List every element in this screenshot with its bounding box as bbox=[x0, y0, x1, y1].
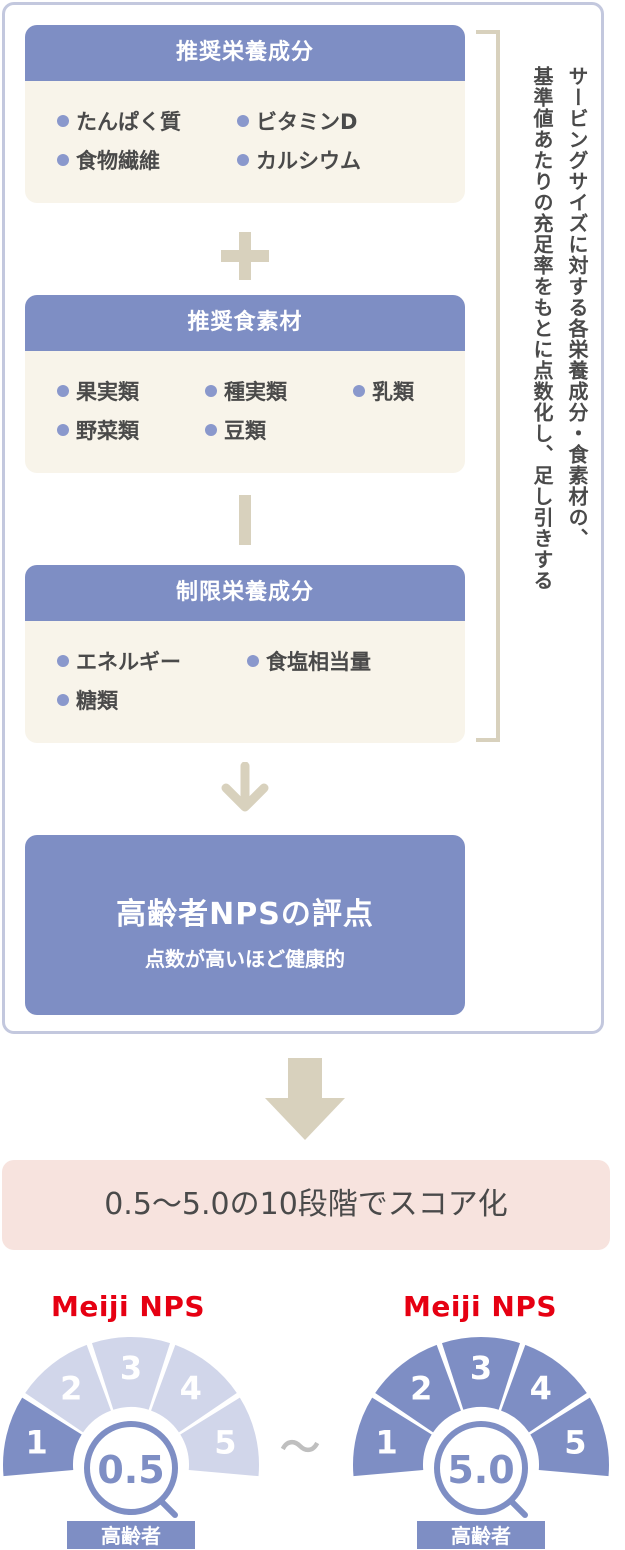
gauge-segment bbox=[375, 1344, 461, 1433]
result-subtitle: 点数が高いほど健康的 bbox=[145, 947, 345, 971]
recommended-ingredients-card: 推奨食素材 果実類 種実類 乳類 野菜類 豆類 bbox=[25, 295, 465, 473]
elderly-nps-result: 高齢者NPSの評点 点数が高いほど健康的 bbox=[25, 835, 465, 1015]
gauge-label-box bbox=[417, 1521, 545, 1549]
gauge-value: 5.0 bbox=[447, 1448, 514, 1492]
minus-connector bbox=[239, 495, 251, 545]
gauge-segment bbox=[3, 1397, 82, 1477]
gauge-segment-label: 1 bbox=[375, 1424, 397, 1462]
gauge-pointer bbox=[158, 1498, 178, 1518]
card-title: 推奨栄養成分 bbox=[25, 25, 465, 81]
gauge-segment bbox=[151, 1344, 237, 1433]
bullet-icon bbox=[237, 154, 249, 166]
result-title: 高齢者NPSの評点 bbox=[116, 897, 374, 932]
bullet-icon bbox=[57, 655, 69, 667]
side-note-line-2: 基準値あたりの充足率をもとに点数化し、足し引きする bbox=[530, 66, 554, 591]
gauge-segment-label: 4 bbox=[530, 1370, 552, 1408]
list-item: たんぱく質 bbox=[57, 109, 181, 135]
big-arrow-down-icon bbox=[265, 1058, 345, 1140]
brand-logo-right: Meiji NPS bbox=[402, 1290, 557, 1323]
list-item: 種実類 bbox=[205, 379, 287, 405]
gauge-segment-label: 3 bbox=[470, 1349, 492, 1387]
list-item: 食物繊維 bbox=[57, 148, 160, 174]
gauge-segment bbox=[441, 1337, 521, 1410]
bullet-icon bbox=[57, 115, 69, 127]
brand-logo-left: Meiji NPS bbox=[50, 1290, 205, 1323]
gauge-segment-label: 2 bbox=[60, 1370, 82, 1408]
side-note-line-1: サービングサイズに対する各栄養成分・食素材の、 bbox=[565, 66, 589, 549]
score-range-text: 0.5〜5.0の10段階でスコア化 bbox=[104, 1187, 508, 1222]
gauge-segment bbox=[501, 1344, 587, 1433]
bullet-icon bbox=[353, 385, 365, 397]
bullet-icon bbox=[57, 424, 69, 436]
list-item: エネルギー bbox=[57, 649, 181, 675]
gauge-segment bbox=[91, 1337, 171, 1410]
bullet-icon bbox=[57, 385, 69, 397]
range-separator: 〜 bbox=[280, 1425, 320, 1471]
gauge-segment-label: 2 bbox=[410, 1370, 432, 1408]
list-item: 豆類 bbox=[205, 418, 266, 444]
bullet-icon bbox=[57, 694, 69, 706]
gauge-segment-label: 5 bbox=[214, 1424, 236, 1462]
gauge-label-box bbox=[67, 1521, 195, 1549]
gauge-segment-label: 3 bbox=[120, 1349, 142, 1387]
bullet-icon bbox=[205, 385, 217, 397]
gauge-dial bbox=[84, 1421, 178, 1515]
gauge-segment bbox=[25, 1344, 111, 1433]
gauge-segment-label: 4 bbox=[180, 1370, 202, 1408]
plus-connector-vertical bbox=[239, 232, 251, 280]
gauge-segment bbox=[353, 1397, 432, 1477]
list-item: 食塩相当量 bbox=[247, 649, 371, 675]
restricted-nutrients-card: 制限栄養成分 エネルギー 食塩相当量 糖類 bbox=[25, 565, 465, 743]
bullet-icon bbox=[205, 424, 217, 436]
gauge-segment bbox=[530, 1397, 609, 1477]
gauge-segment-label: 1 bbox=[25, 1424, 47, 1462]
list-item: 果実類 bbox=[57, 379, 139, 405]
list-item: 乳類 bbox=[353, 379, 414, 405]
score-range-box: 0.5〜5.0の10段階でスコア化 bbox=[2, 1160, 610, 1250]
list-item: 野菜類 bbox=[57, 418, 139, 444]
bracket bbox=[476, 30, 500, 742]
bullet-icon bbox=[237, 115, 249, 127]
arrow-down-icon bbox=[221, 762, 269, 812]
gauge-pointer bbox=[508, 1498, 528, 1518]
card-title: 制限栄養成分 bbox=[25, 565, 465, 621]
gauge-label: 高齢者 bbox=[451, 1524, 511, 1548]
list-item: 糖類 bbox=[57, 688, 118, 714]
list-item: カルシウム bbox=[237, 148, 361, 174]
list-item: ビタミンD bbox=[237, 109, 357, 135]
bullet-icon bbox=[247, 655, 259, 667]
gauge-segment-label: 5 bbox=[564, 1424, 586, 1462]
gauge-label: 高齢者 bbox=[101, 1524, 161, 1548]
recommended-nutrients-card: 推奨栄養成分 たんぱく質 ビタミンD 食物繊維 カルシウム bbox=[25, 25, 465, 203]
bullet-icon bbox=[57, 154, 69, 166]
card-title: 推奨食素材 bbox=[25, 295, 465, 351]
gauge-dial bbox=[434, 1421, 528, 1515]
gauge-value: 0.5 bbox=[97, 1448, 164, 1492]
gauge-segment bbox=[180, 1397, 259, 1477]
